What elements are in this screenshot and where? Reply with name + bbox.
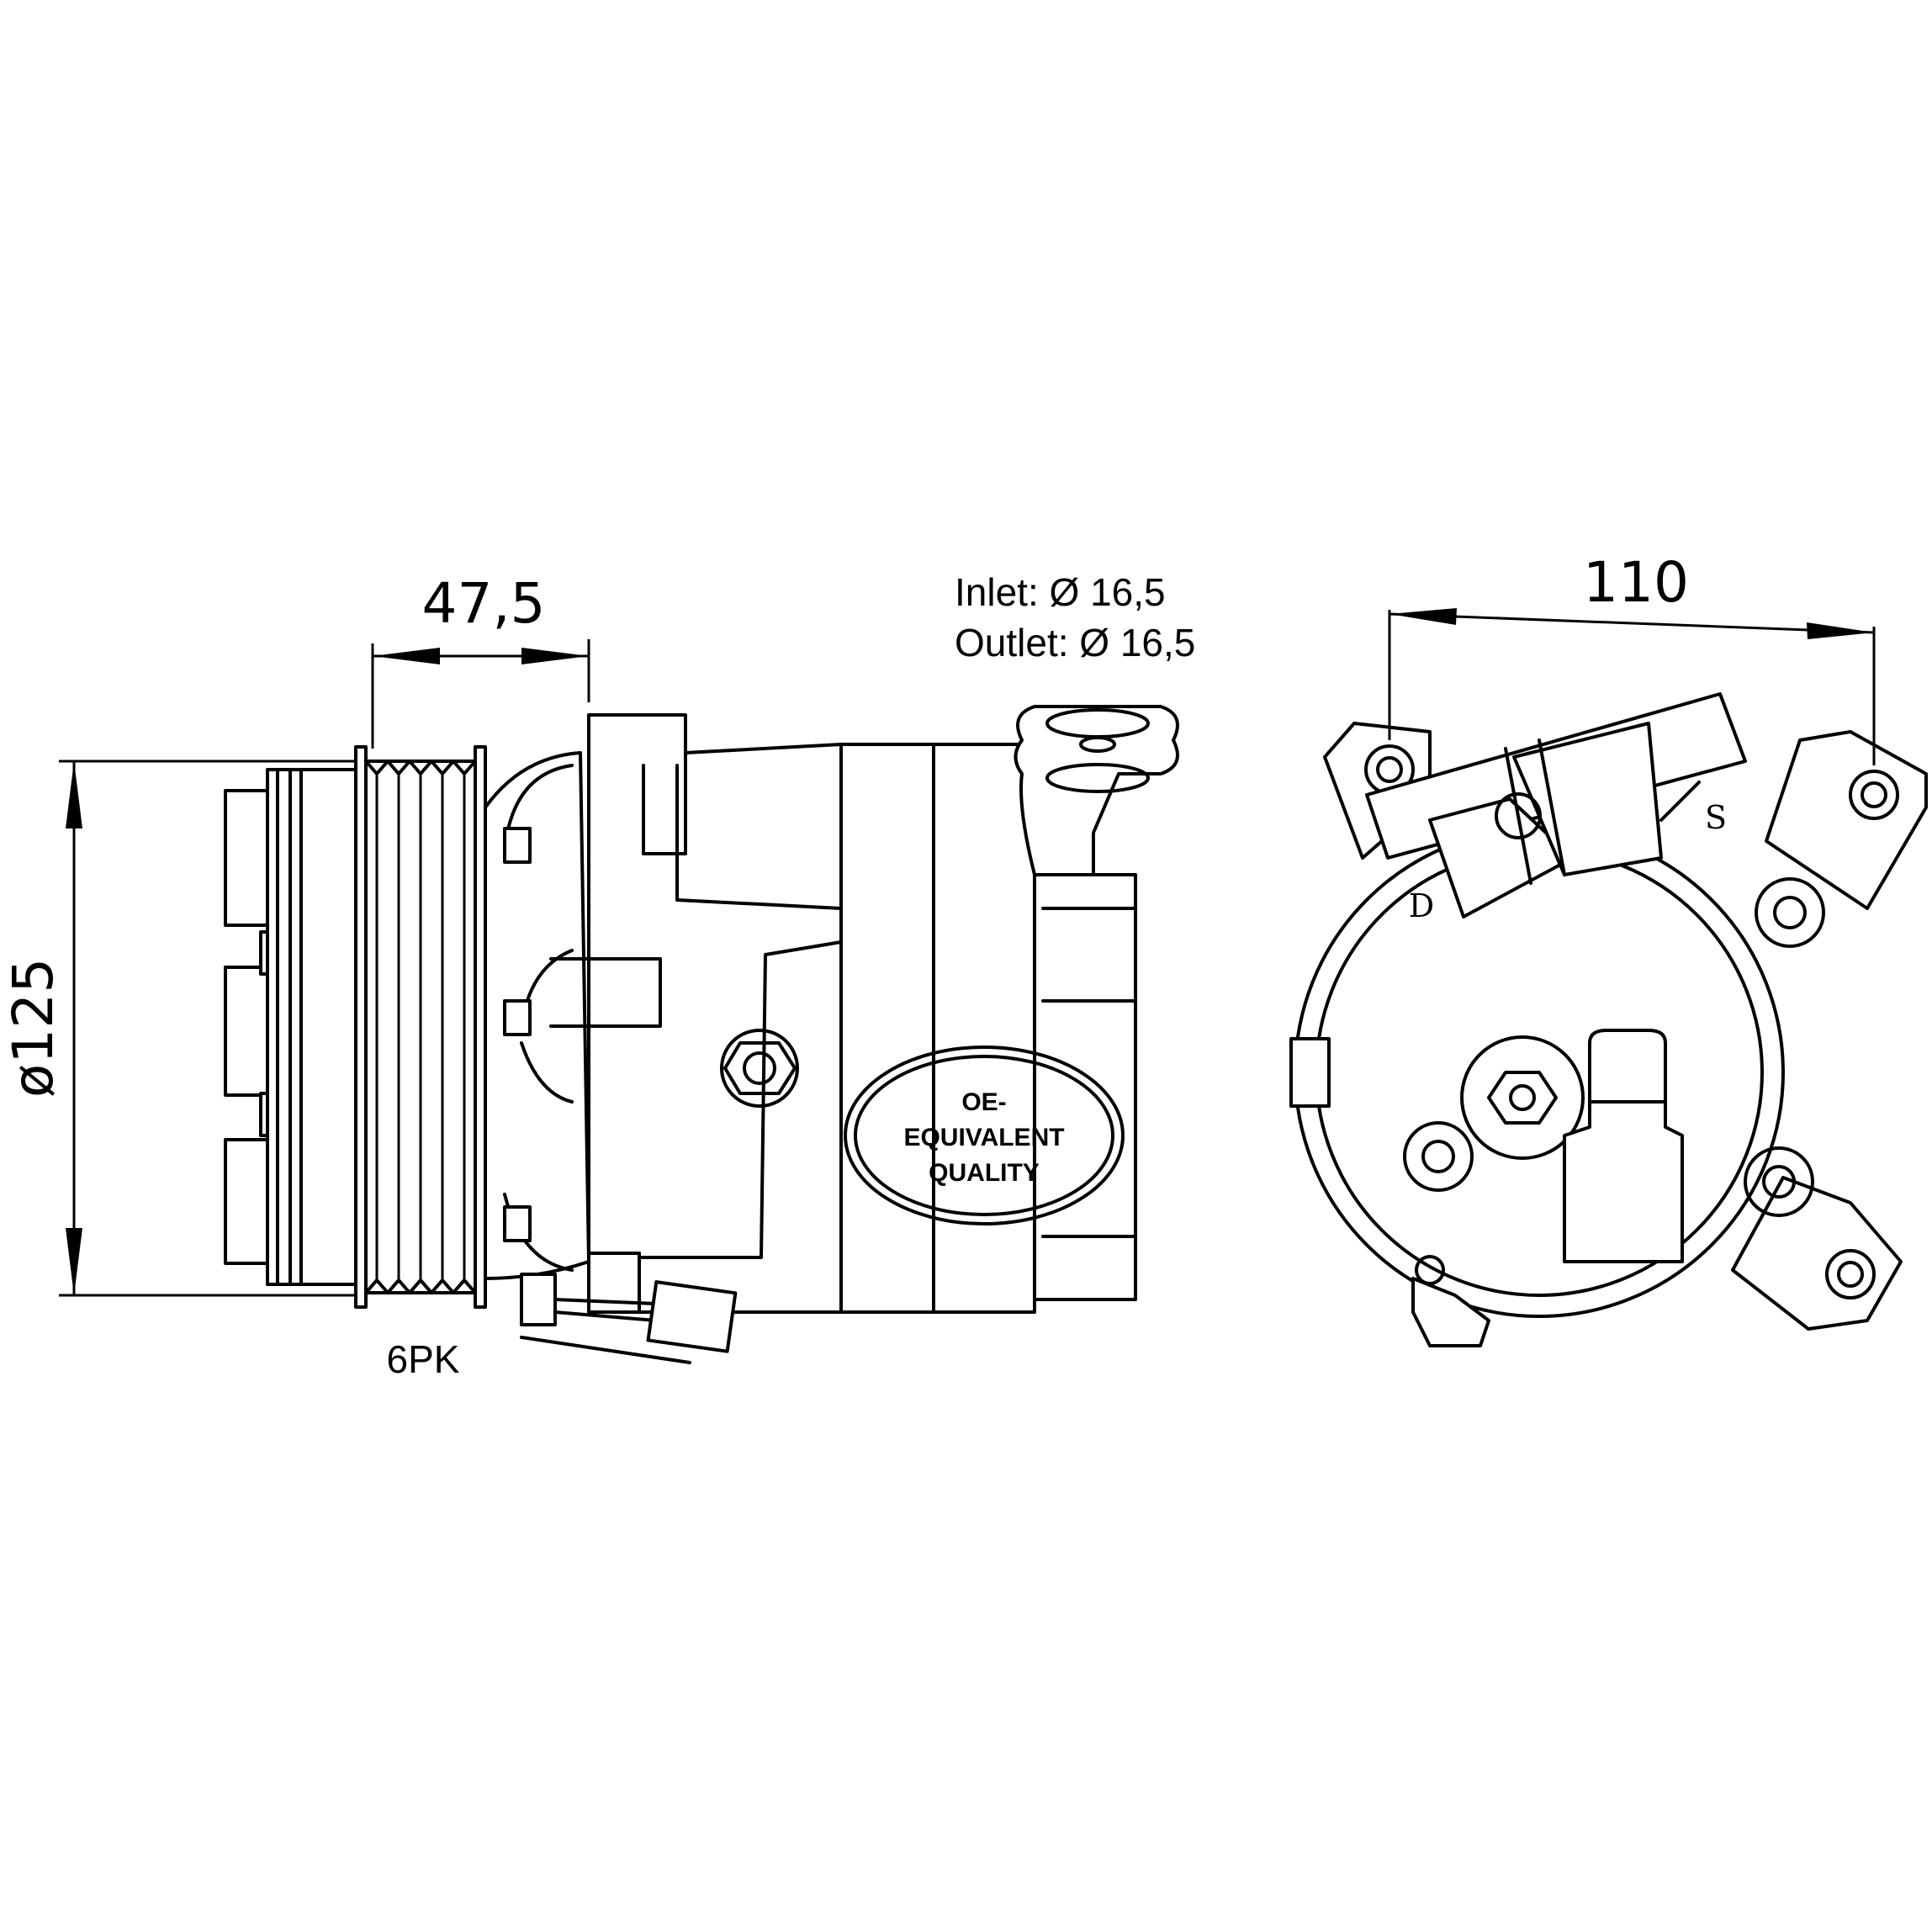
rear-view: D S 110 — [1289, 550, 1928, 1347]
dimension-mount-width: 110 — [1388, 550, 1876, 765]
dimension-pulley-width: 47,5 — [371, 571, 590, 749]
dimension-pulley-diameter: ø125 — [1, 760, 357, 1297]
mount-width-label: 110 — [1583, 550, 1689, 615]
badge-line-3: QUALITY — [929, 1159, 1040, 1187]
outlet-spec: Outlet: Ø 16,5 — [955, 621, 1195, 664]
belt-profile-label: 6PK — [387, 1337, 460, 1381]
oe-quality-badge: OE- EQUIVALENT QUALITY — [844, 1045, 1125, 1225]
port-specifications: Inlet: Ø 16,5 Outlet: Ø 16,5 — [955, 570, 1195, 664]
badge-line-2: EQUIVALENT — [903, 1124, 1064, 1151]
rear-manifold: D S — [1365, 692, 1747, 924]
suction-mark: S — [1705, 799, 1727, 836]
inlet-spec: Inlet: Ø 16,5 — [955, 570, 1166, 614]
side-view: OE- EQUIVALENT QUALITY 47,5 ø125 Inlet: … — [1, 570, 1195, 1381]
discharge-mark: D — [1409, 887, 1434, 924]
pulley-diameter-label: ø125 — [1, 958, 66, 1098]
pulley-width-label: 47,5 — [422, 571, 546, 636]
compressor-body — [549, 705, 1179, 1314]
badge-line-1: OE- — [961, 1088, 1006, 1116]
clutch-plate — [224, 768, 357, 1286]
front-housing — [484, 751, 590, 1280]
rear-bolts — [1403, 877, 1825, 1217]
electrical-connector — [520, 1273, 738, 1364]
pulley — [354, 745, 487, 1309]
control-valve — [1460, 1029, 1684, 1263]
